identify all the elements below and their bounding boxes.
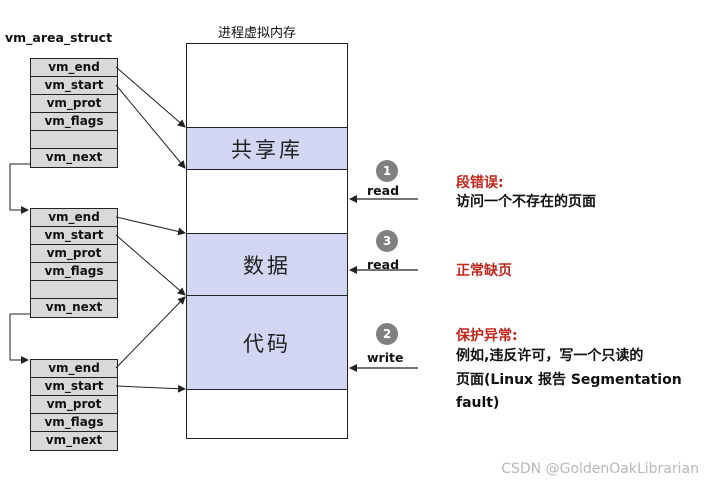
vm-area-struct-3: vm_end vm_start vm_prot vm_flags vm_next [30,359,118,451]
access-desc-1: 访问一个不存在的页面 [456,194,596,210]
field-vm-prot: vm_prot [31,245,117,263]
field-blank [31,131,117,149]
field-vm-end: vm_end [31,360,117,378]
field-vm-end: vm_end [31,209,117,227]
access-badge-2: 2 [376,323,398,345]
memory-title: 进程虚拟内存 [218,26,297,41]
access-desc-2-line-2: 页面(Linux 报告 Segmentation [456,372,682,388]
arrow-vm-start-1 [115,84,186,169]
access-badge-3: 3 [376,230,398,252]
vm-area-struct-1: vm_end vm_start vm_prot vm_flags vm_next [30,58,118,168]
field-vm-end: vm_end [31,59,117,77]
watermark: CSDN @GoldenOakLibrarian [501,461,699,477]
field-vm-flags: vm_flags [31,263,117,281]
access-desc-2-line-1: 例如,违反许可，写一个只读的 [456,348,644,364]
access-op-3: read [367,257,400,272]
field-vm-start: vm_start [31,378,117,396]
arrow-vm-start-3 [115,384,186,393]
arrow-vm-next-2 [9,313,30,364]
arrow-vm-next-1 [9,163,30,214]
struct-title: vm_area_struct [5,30,113,45]
vm-area-struct-2: vm_end vm_start vm_prot vm_flags vm_next [30,208,118,318]
access-title-3: 正常缺页 [456,263,512,279]
field-blank [31,281,117,299]
region-code: 代码 [186,295,348,390]
arrow-vm-start-2 [115,234,186,296]
field-vm-flags: vm_flags [31,414,117,432]
field-vm-prot: vm_prot [31,95,117,113]
field-vm-next: vm_next [45,433,103,447]
arrow-vm-end-2 [115,216,186,236]
field-vm-prot: vm_prot [31,396,117,414]
field-vm-start: vm_start [31,227,117,245]
access-desc-2-line-3: fault) [456,395,500,411]
arrow-vm-end-1 [115,66,186,128]
arrow-vm-end-3 [115,296,186,369]
access-op-2: write [367,350,404,365]
field-vm-next: vm_next [45,300,103,314]
field-vm-next: vm_next [45,150,103,164]
access-title-1: 段错误: [456,175,504,191]
field-vm-flags: vm_flags [31,113,117,131]
region-shared-library: 共享库 [186,127,348,170]
access-op-1: read [367,183,400,198]
access-title-2: 保护异常: [456,328,518,344]
field-vm-start: vm_start [31,77,117,95]
access-badge-1: 1 [376,160,398,182]
